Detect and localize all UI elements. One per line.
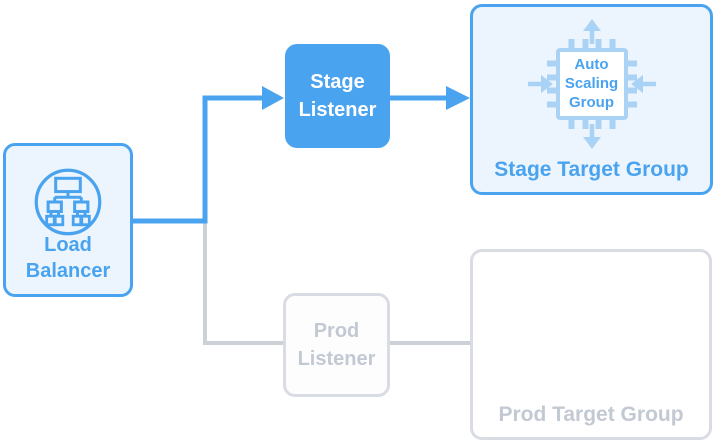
prod-target-group-node: Prod Target Group — [470, 249, 712, 440]
connector-lb-to-prod-listener — [203, 219, 284, 345]
stage-listener-label: Stage Listener — [298, 71, 377, 121]
stage-target-group-label: Stage Target Group — [494, 158, 689, 181]
auto-scaling-chip-icon: Auto Scaling Group — [522, 14, 662, 154]
arrowhead-into-stage-target-icon — [446, 86, 470, 110]
arrowhead-into-stage-listener-icon — [262, 86, 284, 110]
stage-target-group-node: Auto Scaling Group Stage Target Group — [470, 4, 713, 195]
prod-listener-label: Prod Listener — [297, 320, 376, 370]
load-balancer-label: Load Balancer — [25, 234, 111, 282]
auto-scaling-group-label: Auto Scaling Group — [564, 55, 619, 111]
prod-target-group-label: Prod Target Group — [498, 403, 684, 426]
stage-listener-node: Stage Listener — [285, 44, 390, 148]
load-balancer-node: Load Balancer — [3, 143, 133, 297]
network-tree-icon — [32, 166, 104, 243]
connector-lb-to-stage-listener — [132, 95, 263, 224]
prod-listener-node: Prod Listener — [283, 293, 390, 397]
